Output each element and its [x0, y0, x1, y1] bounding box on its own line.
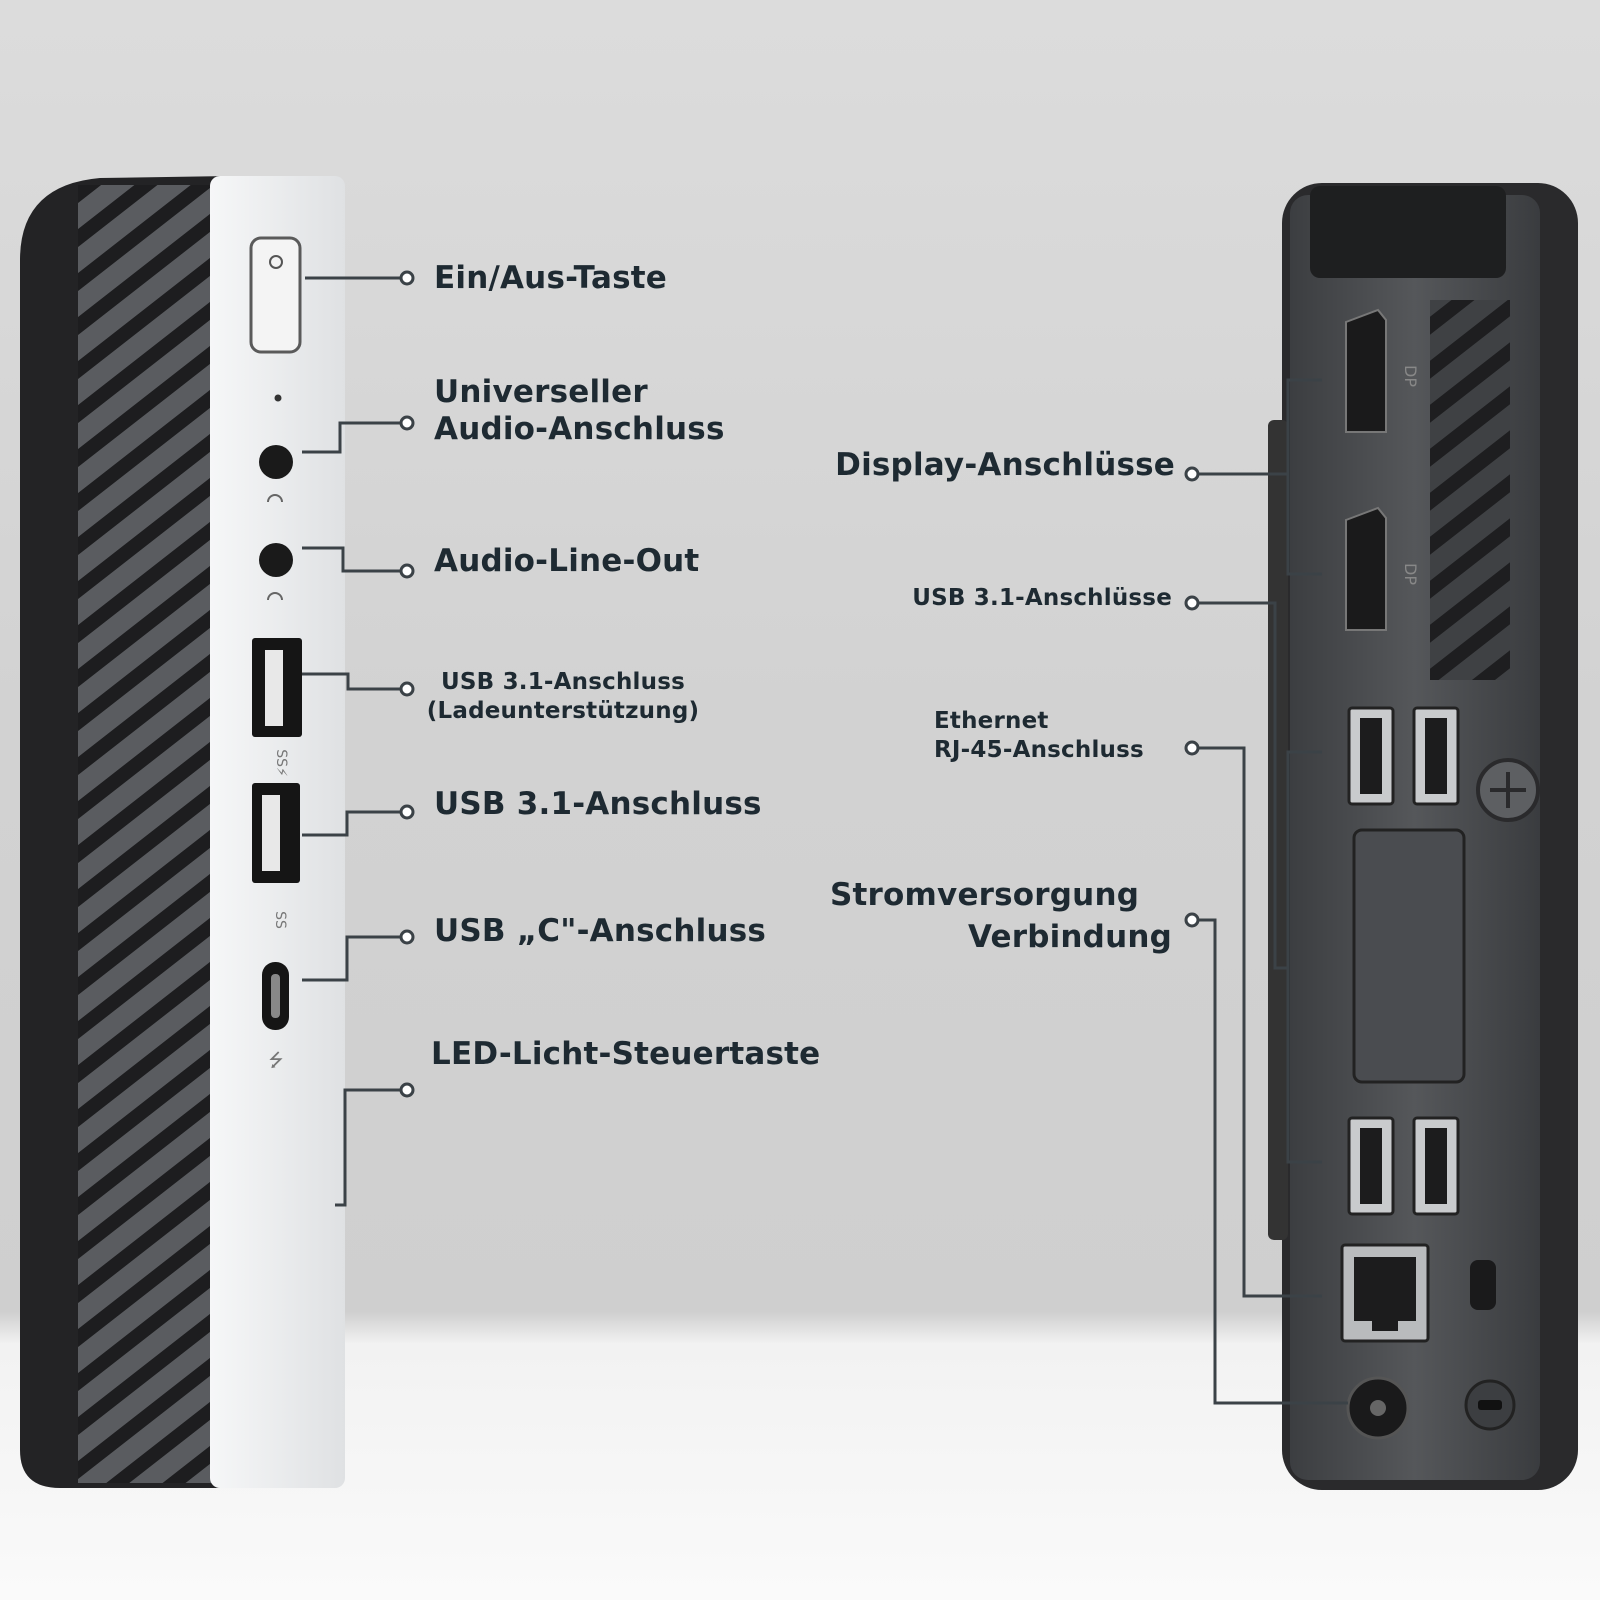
headset-icon	[267, 494, 283, 503]
leader-usb	[302, 810, 407, 837]
display-port-1	[1345, 308, 1387, 433]
svg-text:SS: SS	[272, 911, 288, 929]
label-audio-line-out: Audio-Line-Out	[434, 543, 700, 579]
label-usb-charging-line1: USB 3.1-Anschluss	[441, 669, 685, 695]
leader-dots	[399, 270, 1200, 1098]
leader-line-out	[302, 546, 407, 573]
label-power-supply: Stromversorgung Verbindung	[800, 874, 1172, 958]
label-power-button: Ein/Aus-Taste	[434, 260, 667, 296]
headphone-icon	[267, 592, 283, 601]
front-view-device: SS⚡ SS ⭍	[20, 176, 345, 1488]
line-out-jack	[259, 543, 293, 577]
leader-led-button	[335, 1088, 407, 1207]
leader-universal-audio	[302, 421, 407, 454]
led-indicator	[274, 394, 282, 402]
usb-icon: ⭍	[269, 1050, 284, 1071]
label-display-ports: Display-Anschlüsse	[835, 447, 1175, 483]
lock-slot	[1470, 1260, 1496, 1310]
power-button-shape	[249, 236, 302, 354]
label-universal-audio-line1: Universeller	[434, 374, 648, 410]
label-usb-ports-rear: USB 3.1-Anschlüsse	[912, 585, 1172, 611]
leader-display	[1192, 378, 1322, 576]
rear-view-device: DP DP	[1268, 183, 1578, 1490]
universal-audio-jack	[259, 445, 293, 479]
vent-grille	[78, 185, 216, 1483]
top-handle	[1310, 186, 1506, 278]
label-power-supply-line2: Verbindung	[967, 919, 1172, 955]
label-usb-charging-line2: (Ladeunterstützung)	[426, 698, 700, 724]
label-usb-charging: USB 3.1-Anschluss (Ladeunterstützung)	[422, 668, 704, 726]
display-port-2	[1345, 506, 1387, 631]
power-icon	[269, 255, 283, 269]
leader-lines	[302, 276, 1348, 1405]
rear-vents	[1430, 300, 1510, 680]
leader-power-supply	[1192, 918, 1348, 1405]
option-port-cover	[1352, 828, 1466, 1084]
leader-usb-rear	[1192, 601, 1322, 1164]
label-usb-c: USB „C"-Anschluss	[434, 913, 767, 949]
label-led-button: LED-Licht-Steuertaste	[431, 1036, 821, 1072]
svg-text:SS⚡: SS⚡	[273, 749, 289, 777]
label-power-supply-line1: Stromversorgung	[830, 877, 1140, 913]
label-ethernet: Ethernet RJ-45-Anschluss	[934, 707, 1144, 765]
label-usb-port: USB 3.1-Anschluss	[434, 786, 762, 822]
leader-usb-c	[302, 935, 407, 982]
label-ethernet-line1: Ethernet	[934, 708, 1049, 734]
label-universal-audio: Universeller Audio-Anschluss	[434, 374, 725, 448]
leader-usb-charging	[302, 672, 407, 691]
leader-ethernet	[1192, 746, 1322, 1298]
label-universal-audio-line2: Audio-Anschluss	[434, 411, 725, 447]
svg-text:DP: DP	[1401, 365, 1420, 387]
label-ethernet-line2: RJ-45-Anschluss	[934, 737, 1144, 763]
svg-text:DP: DP	[1401, 563, 1420, 585]
